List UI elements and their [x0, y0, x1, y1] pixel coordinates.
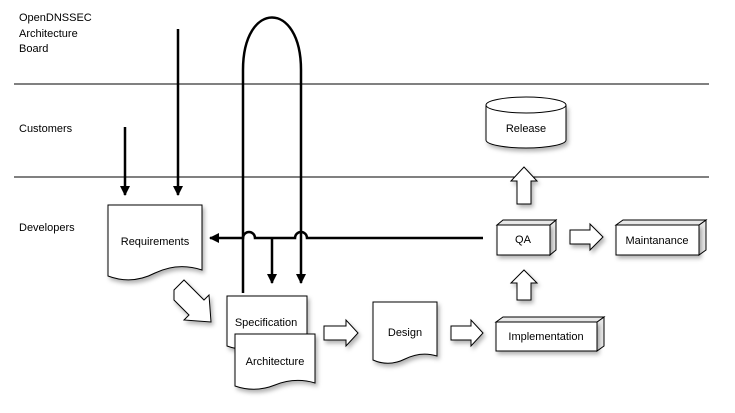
block-arrow-design-to-implementation: [450, 318, 484, 348]
node-architecture: Architecture: [234, 333, 316, 390]
lane-label-developers: Developers: [19, 222, 75, 234]
arrow-qa-to-requirements: [209, 230, 483, 243]
node-label-qa: QA: [515, 234, 532, 246]
node-qa: QA: [495, 218, 558, 257]
block-arrow-qa-to-release: [509, 166, 539, 205]
block-arrow-implementation-to-qa: [509, 269, 539, 301]
node-label-implementation: Implementation: [508, 331, 583, 343]
block-arrow-to-design: [323, 318, 359, 348]
node-label-requirements: Requirements: [121, 236, 190, 248]
node-label-release: Release: [506, 123, 546, 135]
block-arrow-qa-to-maintanance: [569, 222, 604, 252]
node-label-design: Design: [388, 327, 422, 339]
node-label-maintanance: Maintanance: [626, 235, 689, 247]
node-design: Design: [372, 301, 438, 364]
lane-label-board-line3: Board: [19, 43, 48, 55]
arrow-board-loop: [241, 16, 306, 293]
node-maintanance: Maintanance: [614, 219, 708, 256]
node-release: Release: [485, 96, 567, 149]
lane-label-customers: Customers: [19, 123, 73, 135]
node-requirements: Requirements: [107, 204, 203, 281]
block-arrow-requirements-to-specification: [173, 279, 212, 323]
lane-label-board-line1: OpenDNSSEC: [19, 12, 92, 24]
node-implementation: Implementation: [494, 316, 606, 352]
lane-label-board-line2: Architecture: [19, 28, 78, 40]
node-label-specification: Specification: [235, 317, 297, 329]
node-label-architecture: Architecture: [246, 356, 305, 368]
